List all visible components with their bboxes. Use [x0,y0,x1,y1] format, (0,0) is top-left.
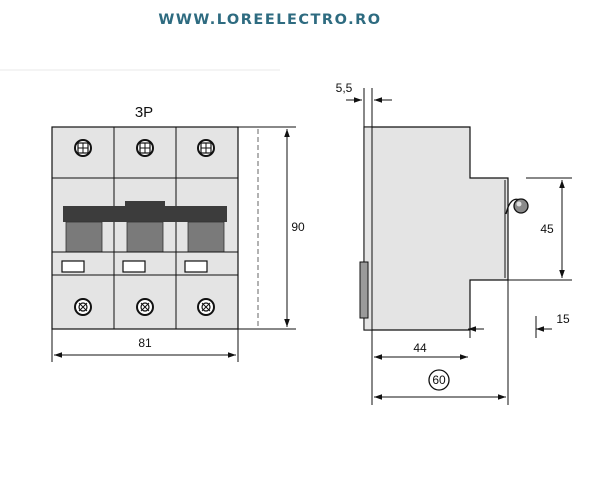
total-depth-label: 60 [432,373,446,387]
front-view: 3P [51,104,305,362]
terminal-screw-icon [74,139,92,157]
toggle-lever [126,221,164,253]
website-header[interactable]: WWW.LOREELECTRO.RO [158,12,382,28]
indicator-window [184,260,208,273]
indicator-window [61,260,85,273]
toggle-lever [187,221,225,253]
terminal-screw-icon [136,139,154,157]
side-view: 5,5 45 15 44 60 [336,81,572,405]
terminal-screw-icon [197,139,215,157]
width-dimension-label: 81 [138,336,152,350]
rail-latch [359,261,369,319]
terminal-screw-icon [197,298,215,316]
front-height-label: 45 [540,222,554,236]
toggle-bar-top [125,201,165,207]
rail-depth-label: 44 [413,341,427,355]
total-depth-circle [428,369,450,391]
top-offset-label: 5,5 [336,81,353,95]
terminal-screw-icon [74,298,92,316]
pole-count-label: 3P [135,104,153,121]
breaker-side-profile [363,126,509,331]
toggle-lever [65,221,103,253]
height-dimension-label: 90 [291,220,305,234]
rail-clip [363,126,373,331]
front-depth-label: 15 [556,312,570,326]
toggle-bar [63,206,227,222]
toggle-knob-icon [505,198,529,215]
terminal-screw-icon [136,298,154,316]
indicator-window [122,260,146,273]
